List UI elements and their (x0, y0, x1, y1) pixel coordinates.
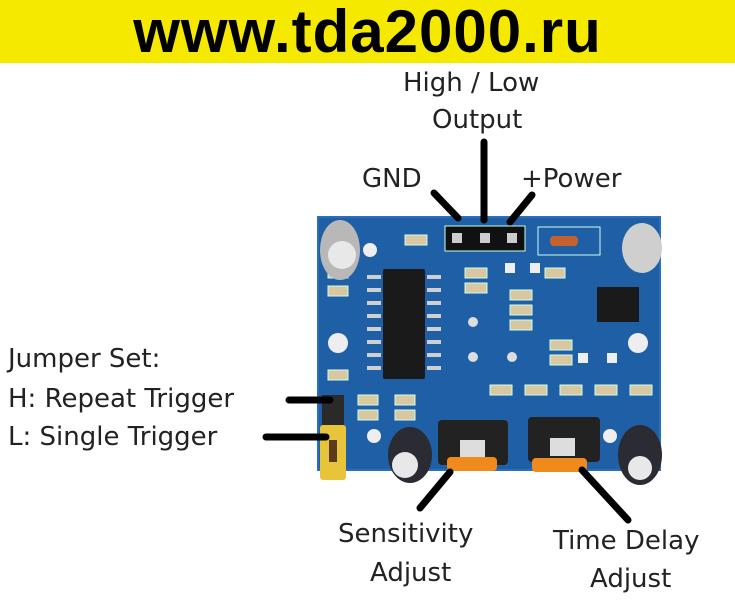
time-delay-label-line1: Time Delay (553, 526, 700, 556)
output-label-line2: Output (432, 105, 523, 135)
time-delay-label-line2: Adjust (590, 564, 672, 594)
sensitivity-potentiometer (438, 420, 508, 471)
header-pins (444, 225, 526, 252)
power-label: +Power (521, 164, 622, 194)
jumper-l-label: L: Single Trigger (8, 422, 218, 452)
site-banner: www.tda2000.ru (0, 0, 735, 63)
sensitivity-label-line1: Sensitivity (338, 519, 474, 549)
banner-text: www.tda2000.ru (133, 0, 602, 65)
output-label-line1: High / Low (403, 68, 540, 98)
pointer-lines (262, 138, 632, 524)
pcb-board (317, 216, 662, 485)
capacitors (320, 220, 662, 485)
jumper-set-label: Jumper Set: (8, 344, 161, 374)
jumper-h-label: H: Repeat Trigger (8, 384, 235, 414)
time-delay-potentiometer (528, 417, 600, 472)
sensitivity-label-line2: Adjust (370, 558, 452, 588)
gnd-label: GND (362, 164, 422, 194)
ic-chip (367, 269, 441, 379)
